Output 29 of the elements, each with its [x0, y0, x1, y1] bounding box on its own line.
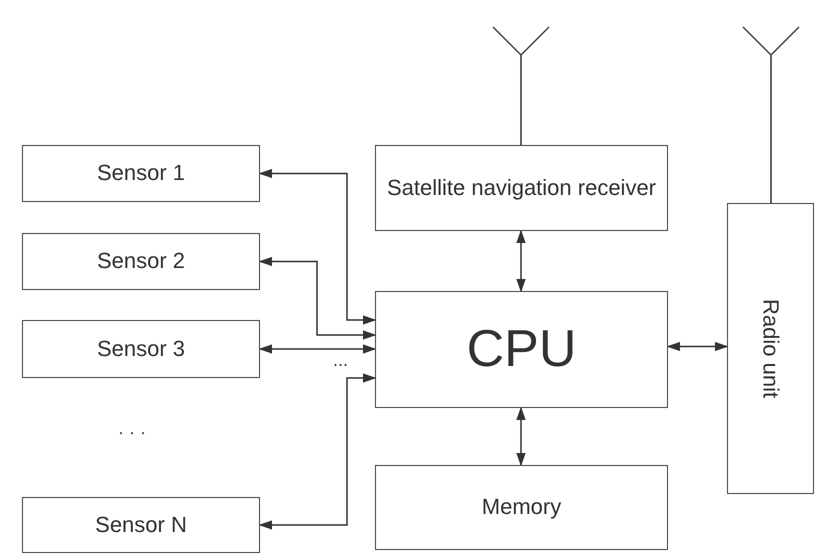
block-label: Sensor 3 [96, 336, 186, 362]
block-label: Sensor 2 [96, 248, 186, 275]
arrow [516, 230, 526, 292]
arrow [258, 256, 376, 340]
block-box [375, 145, 668, 231]
arrow [258, 344, 376, 354]
arrow [516, 406, 526, 466]
processor-box [375, 291, 668, 408]
block-box [22, 233, 260, 290]
block-label: Radio unit [758, 298, 785, 398]
antenna-drawing [743, 27, 799, 55]
block-label: CPU [466, 319, 578, 380]
ellipsis-label: ... [333, 350, 348, 371]
block-label: Satellite navigation receiver [386, 174, 658, 202]
connector-line [520, 55, 522, 145]
arrow [666, 342, 728, 352]
block-box [22, 497, 260, 553]
block-label: Memory [480, 494, 562, 521]
block-box [375, 465, 668, 550]
block-box [727, 203, 814, 494]
block-box [22, 145, 260, 202]
ellipsis-label: · · · [118, 422, 146, 443]
antenna-drawing [493, 27, 549, 55]
arrow [258, 373, 376, 530]
block-label: Sensor N [94, 512, 188, 538]
block-box [22, 320, 260, 378]
block-label: Sensor 1 [96, 160, 186, 187]
arrow [258, 168, 376, 325]
connector-line [770, 55, 772, 203]
